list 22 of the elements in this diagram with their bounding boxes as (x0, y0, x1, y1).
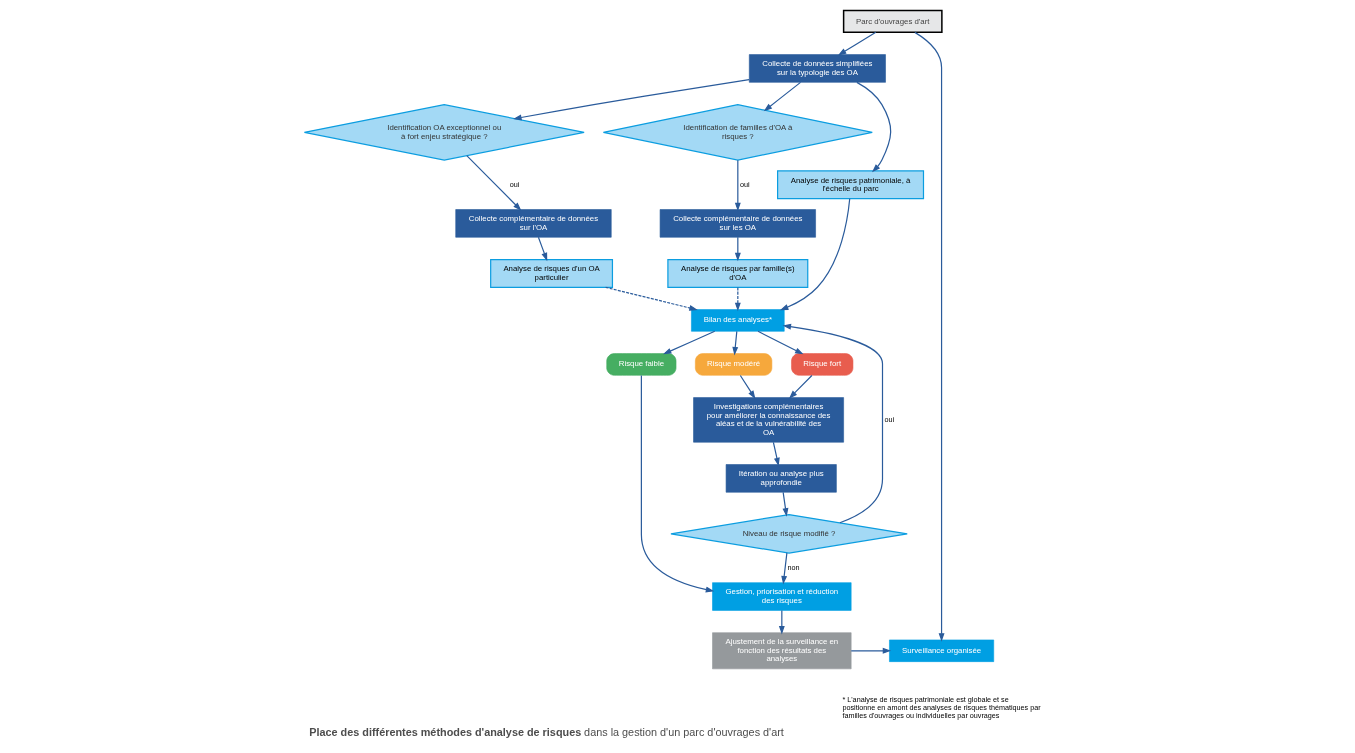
arrow (734, 159, 741, 212)
arrow (780, 552, 787, 585)
arrow (756, 330, 803, 355)
arrow (913, 31, 945, 642)
arrow (782, 491, 788, 517)
arrow (640, 374, 714, 593)
arrow (763, 81, 801, 112)
arrow (512, 78, 750, 121)
arrow (739, 374, 755, 399)
arrow (537, 236, 547, 262)
arrow (788, 374, 812, 399)
caption: Place des différentes méthodes d'analyse de risques dans la gestion d'un parc d'ouvrages d'art (308, 726, 784, 739)
arrow (465, 155, 521, 211)
arrow (734, 286, 741, 312)
arrow (731, 330, 738, 356)
arrow (662, 330, 715, 355)
arrow (604, 286, 698, 311)
arrow (850, 647, 891, 654)
arrow (779, 198, 850, 311)
arrow (855, 81, 891, 173)
arrow (782, 323, 883, 524)
arrow (772, 441, 780, 467)
